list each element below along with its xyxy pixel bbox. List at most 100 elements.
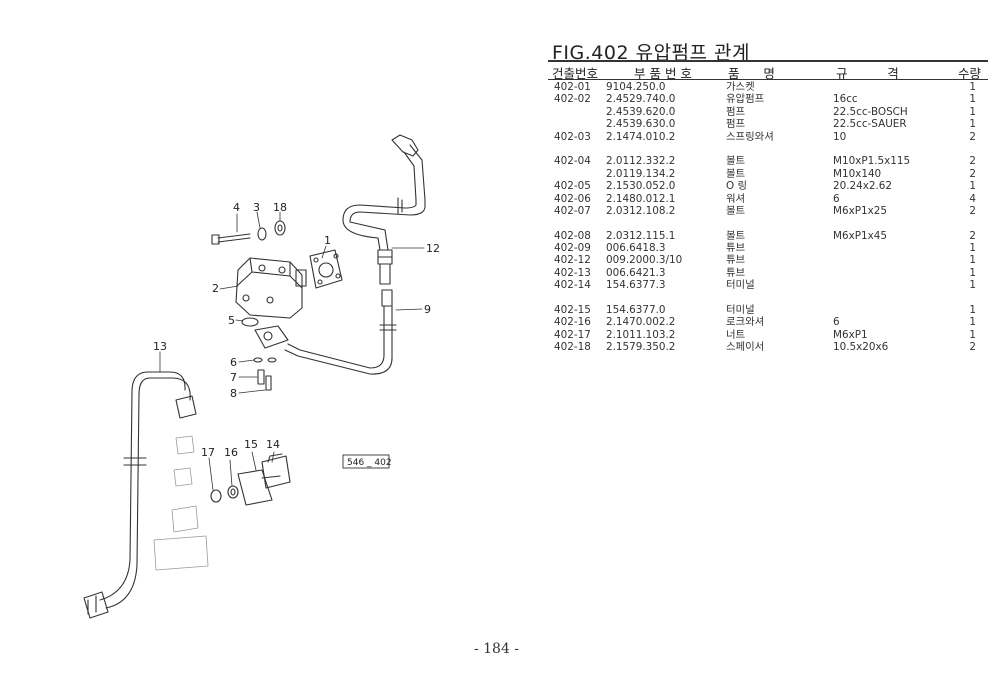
part-quantity: 2 — [969, 229, 976, 242]
part-quantity: 1 — [969, 93, 976, 106]
callout-8: 8 — [230, 387, 237, 400]
callout-5: 5 — [228, 314, 235, 327]
part-spec: M10x140 — [833, 167, 882, 180]
part-quantity: 2 — [969, 155, 976, 168]
part-name: 펌프 — [726, 105, 746, 118]
bolt-washer-spacer-drawing — [211, 220, 286, 245]
part-number: 154.6377.0 — [606, 304, 666, 317]
callout-12: 12 — [426, 242, 440, 255]
callout-2: 2 — [212, 282, 219, 295]
part-name: 스프링와셔 — [726, 130, 774, 143]
part-quantity: 2 — [969, 130, 976, 143]
gasket-drawing — [309, 249, 343, 289]
part-name: 볼트 — [726, 155, 746, 168]
callout-4: 4 — [233, 201, 240, 214]
o-ring-flange-drawing — [241, 317, 289, 349]
figure-reference-label: 546 _ 402 — [347, 458, 392, 468]
part-number: 2.1474.010.2 — [606, 130, 676, 143]
item-number: 402-07 — [554, 204, 591, 217]
part-quantity: 2 — [969, 341, 976, 354]
part-number: 2.4539.630.0 — [606, 118, 676, 131]
callout-13: 13 — [153, 340, 167, 353]
part-quantity: 4 — [969, 192, 976, 205]
part-number: 2.1579.350.2 — [606, 341, 676, 354]
part-number: 2.1530.052.0 — [606, 180, 676, 193]
part-quantity: 1 — [969, 180, 976, 193]
part-number: 154.6377.3 — [606, 279, 666, 292]
callout-16: 16 — [224, 446, 238, 459]
exploded-parts-diagram: 4 3 18 1 2 5 6 7 8 12 9 13 17 16 15 14 5… — [83, 134, 440, 619]
figure-title: FIG.402 유압펌프 관계 — [552, 42, 751, 64]
part-spec: 22.5cc-BOSCH — [833, 105, 908, 118]
header-item-no: 건출번호 — [552, 66, 599, 81]
tube-12-drawing — [342, 134, 426, 285]
callout-1: 1 — [324, 234, 331, 247]
callout-15: 15 — [244, 438, 258, 451]
part-name: 워셔 — [726, 192, 746, 205]
faded-ghost-marks — [153, 435, 209, 571]
part-spec: 22.5cc-SAUER — [833, 118, 907, 131]
item-number: 402-08 — [554, 229, 591, 242]
part-number: 2.0312.115.1 — [606, 229, 676, 242]
part-quantity: 1 — [969, 254, 976, 267]
callout-3: 3 — [253, 201, 260, 214]
part-quantity: 1 — [969, 105, 976, 118]
part-name: 튜브 — [726, 242, 746, 255]
item-number: 402-17 — [554, 328, 591, 341]
callout-14: 14 — [266, 438, 280, 451]
tube-9-drawing — [284, 289, 397, 375]
callout-9: 9 — [424, 303, 431, 316]
part-name: 펌프 — [726, 118, 746, 131]
header-spec: 규 격 — [836, 66, 899, 81]
header-qty: 수량 — [958, 66, 982, 81]
part-name: 볼트 — [726, 204, 746, 217]
part-name: 볼트 — [726, 229, 746, 242]
callout-6: 6 — [230, 356, 237, 369]
item-number: 402-12 — [554, 254, 591, 267]
part-number: 2.4529.740.0 — [606, 93, 676, 106]
part-number: 2.0112.332.2 — [606, 155, 676, 168]
part-spec: 16cc — [833, 93, 858, 106]
item-number: 402-16 — [554, 316, 591, 329]
tube-13-drawing — [83, 371, 197, 619]
part-quantity: 2 — [969, 204, 976, 217]
page-number: - 184 - — [473, 641, 520, 657]
part-number: 2.4539.620.0 — [606, 105, 676, 118]
callout-17: 17 — [201, 446, 215, 459]
part-number: 2.1470.002.2 — [606, 316, 676, 329]
item-number: 402-14 — [554, 279, 591, 292]
part-number: 009.2000.3/10 — [606, 254, 683, 267]
item-number: 402-03 — [554, 130, 591, 143]
part-number: 2.1480.012.1 — [606, 192, 676, 205]
callout-7: 7 — [230, 371, 237, 384]
parts-row: 2.4539.620.0 펌프 22.5cc-BOSCH 1 — [548, 106, 988, 118]
header-underline — [548, 79, 988, 80]
part-spec: 6 — [833, 316, 840, 329]
part-name: 유압펌프 — [726, 93, 765, 106]
item-number: 402-02 — [554, 93, 591, 106]
part-spec: M6xP1x25 — [833, 204, 887, 217]
hydraulic-pump-drawing — [235, 257, 307, 319]
part-number: 9104.250.0 — [606, 81, 666, 93]
parts-row: 402-02 2.4529.740.0 유압펌프 16cc 1 — [548, 93, 988, 105]
part-name: 터미널 — [726, 304, 755, 317]
item-number: 402-04 — [554, 155, 591, 168]
part-quantity: 2 — [969, 167, 976, 180]
part-name: 너트 — [726, 328, 746, 341]
